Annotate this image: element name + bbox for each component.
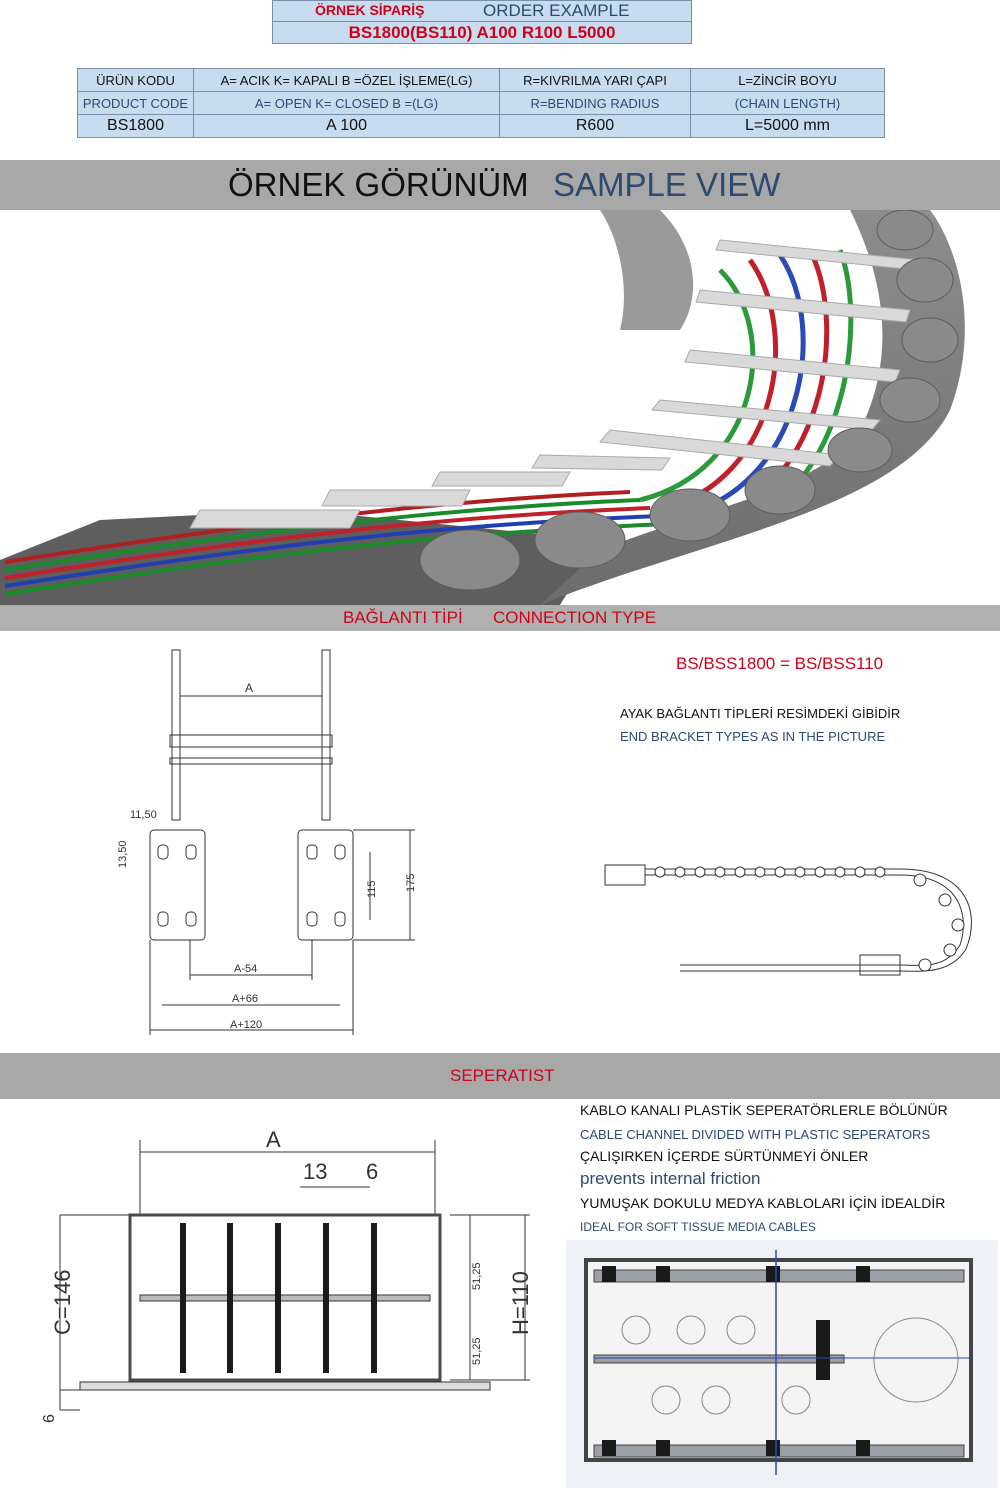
end-bracket-drawing: A 11,50 13,50 115 175 A-54 A+66 A+120 <box>117 649 417 1035</box>
spec-cell: A= ACIK K= KAPALI B =ÖZEL İŞLEME(LG) <box>193 68 500 92</box>
separator-drawing: A 13 6 C=146 H=110 51,25 51,25 6 <box>41 1127 533 1423</box>
sep-dim-6: 6 <box>366 1159 378 1184</box>
spec-cell: BS1800 <box>77 114 194 138</box>
sep-dim-a: A <box>266 1127 281 1152</box>
sep-dim-h110: H=110 <box>508 1271 533 1335</box>
sep-line3-en: IDEAL FOR SOFT TISSUE MEDIA CABLES <box>580 1220 816 1234</box>
connection-title-en: CONNECTION TYPE <box>493 608 657 627</box>
spec-cell: (CHAIN LENGTH) <box>690 91 885 115</box>
order-code: BS1800(BS110) A100 R100 L5000 <box>348 23 616 42</box>
end-bracket-note-tr: AYAK BAĞLANTI TİPLERİ RESİMDEKİ GİBİDİR <box>620 706 901 721</box>
spec-cell: PRODUCT CODE <box>77 91 194 115</box>
order-title-en: ORDER EXAMPLE <box>483 1 630 20</box>
spec-row-values: BS1800 A 100 R600 L=5000 mm <box>77 114 885 138</box>
dim-a-120: A+120 <box>230 1019 262 1031</box>
spec-cell: R=KIVRILMA YARI ÇAPI <box>499 68 691 92</box>
sep-line2-en: prevents internal friction <box>580 1169 761 1188</box>
spec-cell: A 100 <box>193 114 500 138</box>
spec-row-en: PRODUCT CODE A= OPEN K= CLOSED B =(LG) R… <box>77 91 885 115</box>
sep-line3-tr: YUMUŞAK DOKULU MEDYA KABLOLARI İÇİN İDEA… <box>580 1195 946 1211</box>
dim-115: 115 <box>366 880 378 898</box>
separator-banner: SEPERATIST <box>0 1053 1000 1099</box>
sep-line1-en: CABLE CHANNEL DIVIDED WITH PLASTIC SEPER… <box>580 1127 931 1142</box>
dim-a-54: A-54 <box>234 963 257 975</box>
order-example-box: ÖRNEK SİPARİŞ ORDER EXAMPLE BS1800(BS110… <box>272 0 692 44</box>
sep-dim-51-25-bottom: 51,25 <box>471 1337 483 1365</box>
order-title-tr: ÖRNEK SİPARİŞ <box>315 2 425 18</box>
spec-row-tr: ÜRÜN KODU A= ACIK K= KAPALI B =ÖZEL İŞLE… <box>77 68 885 92</box>
spec-cell: A= OPEN K= CLOSED B =(LG) <box>193 91 500 115</box>
dim-13-50: 13,50 <box>117 840 129 868</box>
sep-dim-6-bottom: 6 <box>41 1414 58 1423</box>
dim-a-66: A+66 <box>232 993 258 1005</box>
sample-view-title-en: SAMPLE VIEW <box>553 166 781 203</box>
end-bracket-note-en: END BRACKET TYPES AS IN THE PICTURE <box>620 729 886 744</box>
spec-cell: R=BENDING RADIUS <box>499 91 691 115</box>
connection-title-tr: BAĞLANTI TİPİ <box>343 608 463 627</box>
sep-dim-13: 13 <box>303 1159 327 1184</box>
spec-cell: L=5000 mm <box>690 114 885 138</box>
sep-line1-tr: KABLO KANALI PLASTİK SEPERATÖRLERLE BÖLÜ… <box>580 1102 948 1118</box>
spec-cell: ÜRÜN KODU <box>77 68 194 92</box>
spec-cell: R600 <box>499 114 691 138</box>
spec-table: ÜRÜN KODU A= ACIK K= KAPALI B =ÖZEL İŞLE… <box>77 68 885 138</box>
dim-175: 175 <box>405 874 417 892</box>
chain-side-drawing <box>604 864 972 976</box>
separator-render <box>566 1240 998 1488</box>
dim-11-50: 11,50 <box>130 809 157 821</box>
cable-chain-render <box>0 210 965 605</box>
order-header-row: ÖRNEK SİPARİŞ ORDER EXAMPLE <box>273 1 691 22</box>
spec-cell: L=ZİNCİR BOYU <box>690 68 885 92</box>
sep-dim-c146: C=146 <box>50 1270 75 1335</box>
connection-type-banner: BAĞLANTI TİPİ CONNECTION TYPE <box>0 605 1000 631</box>
dim-a: A <box>245 681 253 695</box>
equivalence-text: BS/BSS1800 = BS/BSS110 <box>676 654 884 673</box>
separator-title: SEPERATIST <box>450 1066 555 1085</box>
sample-view-banner: ÖRNEK GÖRÜNÜM SAMPLE VIEW <box>0 160 1000 210</box>
sample-view-title-tr: ÖRNEK GÖRÜNÜM <box>228 166 529 203</box>
sep-line2-tr: ÇALIŞIRKEN İÇERDE SÜRTÜNMEYİ ÖNLER <box>580 1148 869 1164</box>
sep-dim-51-25-top: 51,25 <box>471 1262 483 1290</box>
